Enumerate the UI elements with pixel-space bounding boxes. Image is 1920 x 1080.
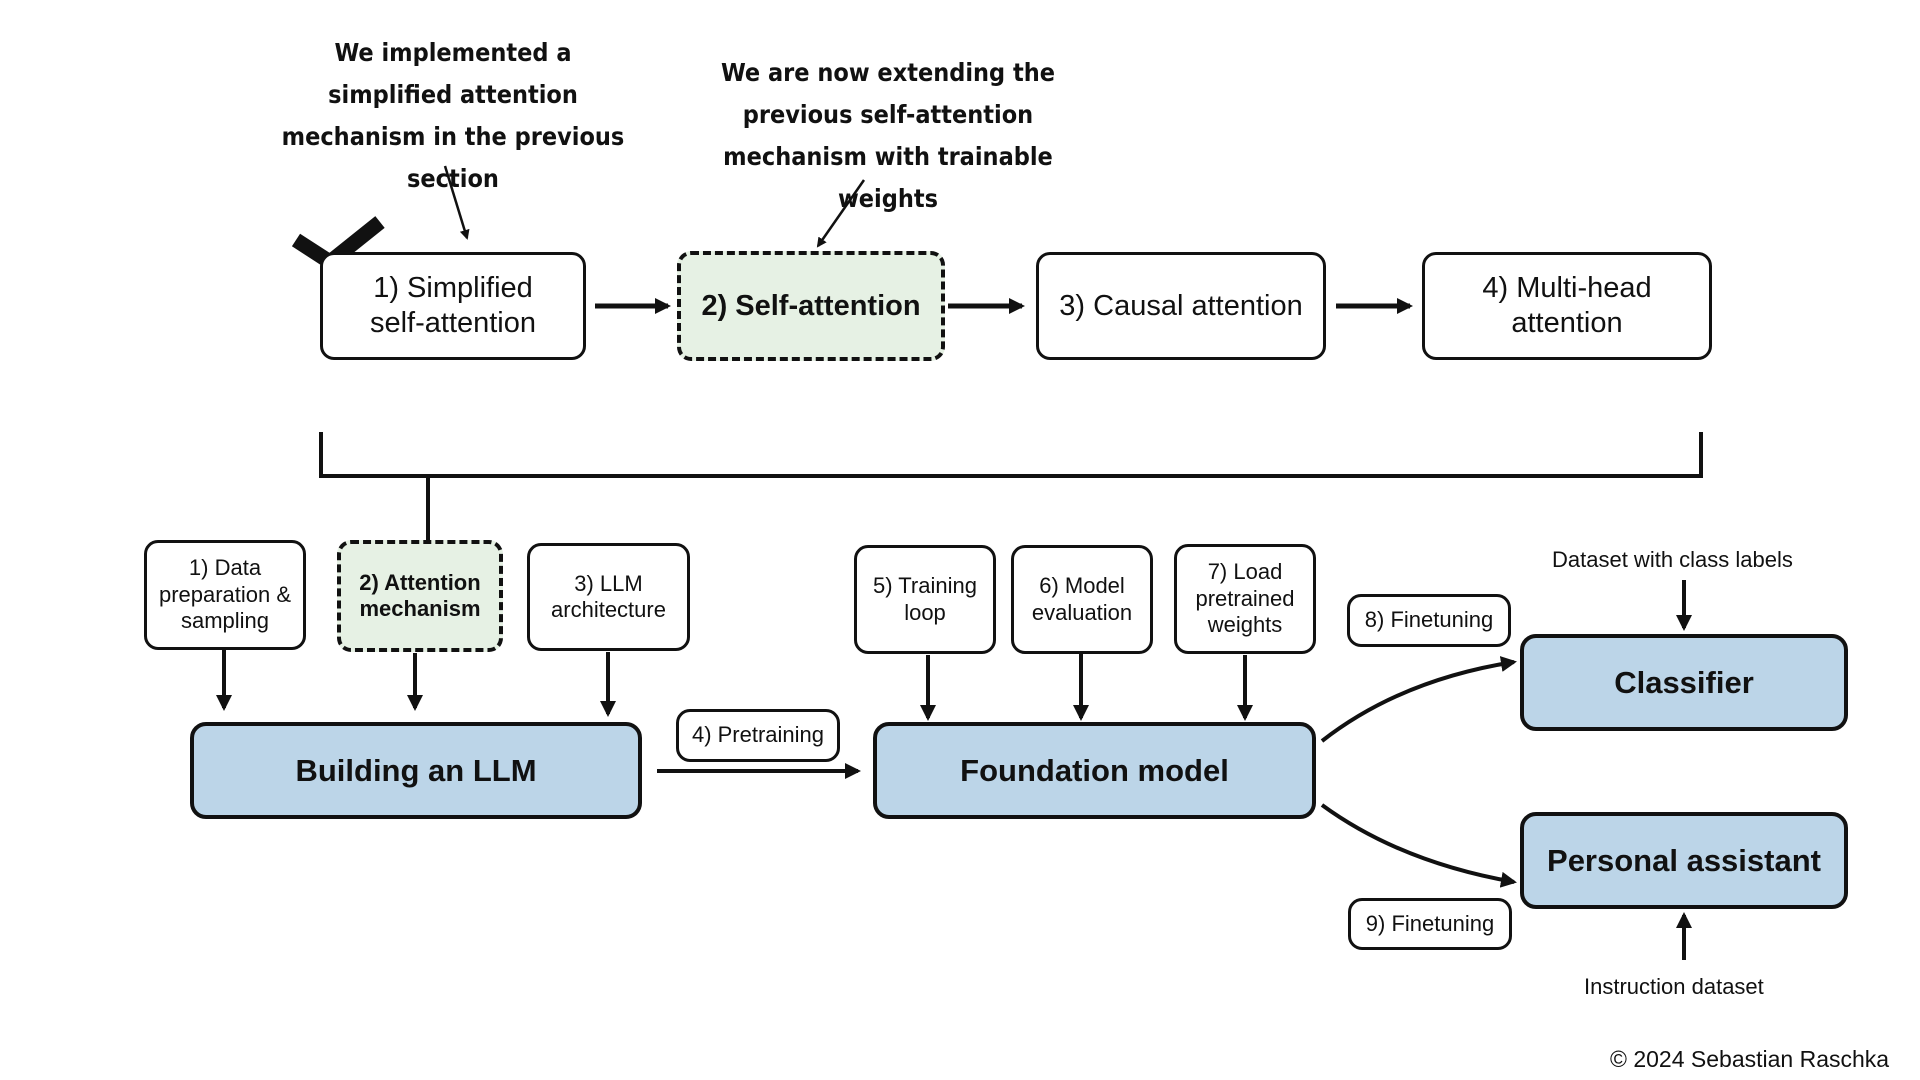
step-3-label: 3) Causal attention — [1059, 289, 1303, 322]
stage-llm-architecture: 3) LLM architecture — [527, 543, 690, 651]
stage-1-label: 1) Data preparation & sampling — [158, 555, 292, 634]
note-right-pointer — [816, 179, 866, 248]
stage-5-label: 5) Training loop — [873, 573, 977, 625]
bracket — [319, 432, 1703, 478]
dataset-instruction: Instruction dataset — [1584, 974, 1764, 999]
step-multi-head-attention: 4) Multi-head attention — [1422, 252, 1712, 360]
stage-training-loop: 5) Training loop — [854, 545, 996, 654]
stage-9-label: 9) Finetuning — [1365, 910, 1495, 936]
stage-finetuning-assistant: 9) Finetuning — [1348, 898, 1512, 950]
step-1-label: 1) Simplified self-attention — [369, 272, 537, 339]
stage-data-preparation: 1) Data preparation & sampling — [144, 540, 306, 650]
step-2-label: 2) Self-attention — [701, 289, 921, 322]
block-personal-assistant: Personal assistant — [1520, 812, 1848, 909]
note-right: We are now extending the previous self-a… — [721, 58, 1055, 213]
stage-attention-mechanism: 2) Attention mechanism — [337, 540, 503, 652]
note-left-pointer — [443, 165, 470, 240]
stage-2-label: 2) Attention mechanism — [359, 569, 481, 621]
dataset-class-labels: Dataset with class labels — [1552, 547, 1793, 572]
stage-7-label: 7) Load pretrained weights — [1195, 559, 1295, 638]
stage-6-label: 6) Model evaluation — [1031, 573, 1133, 625]
stage-8-label: 8) Finetuning — [1364, 607, 1494, 633]
step-self-attention: 2) Self-attention — [677, 251, 945, 361]
foundation-label: Foundation model — [960, 752, 1229, 788]
stage-3-label: 3) LLM architecture — [551, 570, 666, 622]
step-causal-attention: 3) Causal attention — [1036, 252, 1326, 360]
step-simplified-self-attention: 1) Simplified self-attention — [320, 252, 586, 360]
step-4-label: 4) Multi-head attention — [1482, 272, 1652, 339]
stage-pretraining: 4) Pretraining — [676, 709, 840, 762]
arrow-to-assistant — [1320, 803, 1517, 888]
assistant-label: Personal assistant — [1547, 842, 1821, 878]
note-left: We implemented a simplified attention me… — [281, 38, 625, 193]
building-label: Building an LLM — [295, 752, 537, 788]
arrow-to-classifier — [1320, 656, 1517, 743]
copyright: © 2024 Sebastian Raschka — [1610, 1046, 1890, 1072]
classifier-label: Classifier — [1614, 664, 1754, 700]
stage-model-evaluation: 6) Model evaluation — [1011, 545, 1153, 654]
block-foundation-model: Foundation model — [873, 722, 1316, 819]
block-classifier: Classifier — [1520, 634, 1848, 731]
block-building-an-llm: Building an LLM — [190, 722, 642, 819]
stage-load-pretrained-weights: 7) Load pretrained weights — [1174, 544, 1316, 654]
stage-4-label: 4) Pretraining — [691, 722, 825, 748]
stage-finetuning-classifier: 8) Finetuning — [1347, 594, 1511, 647]
